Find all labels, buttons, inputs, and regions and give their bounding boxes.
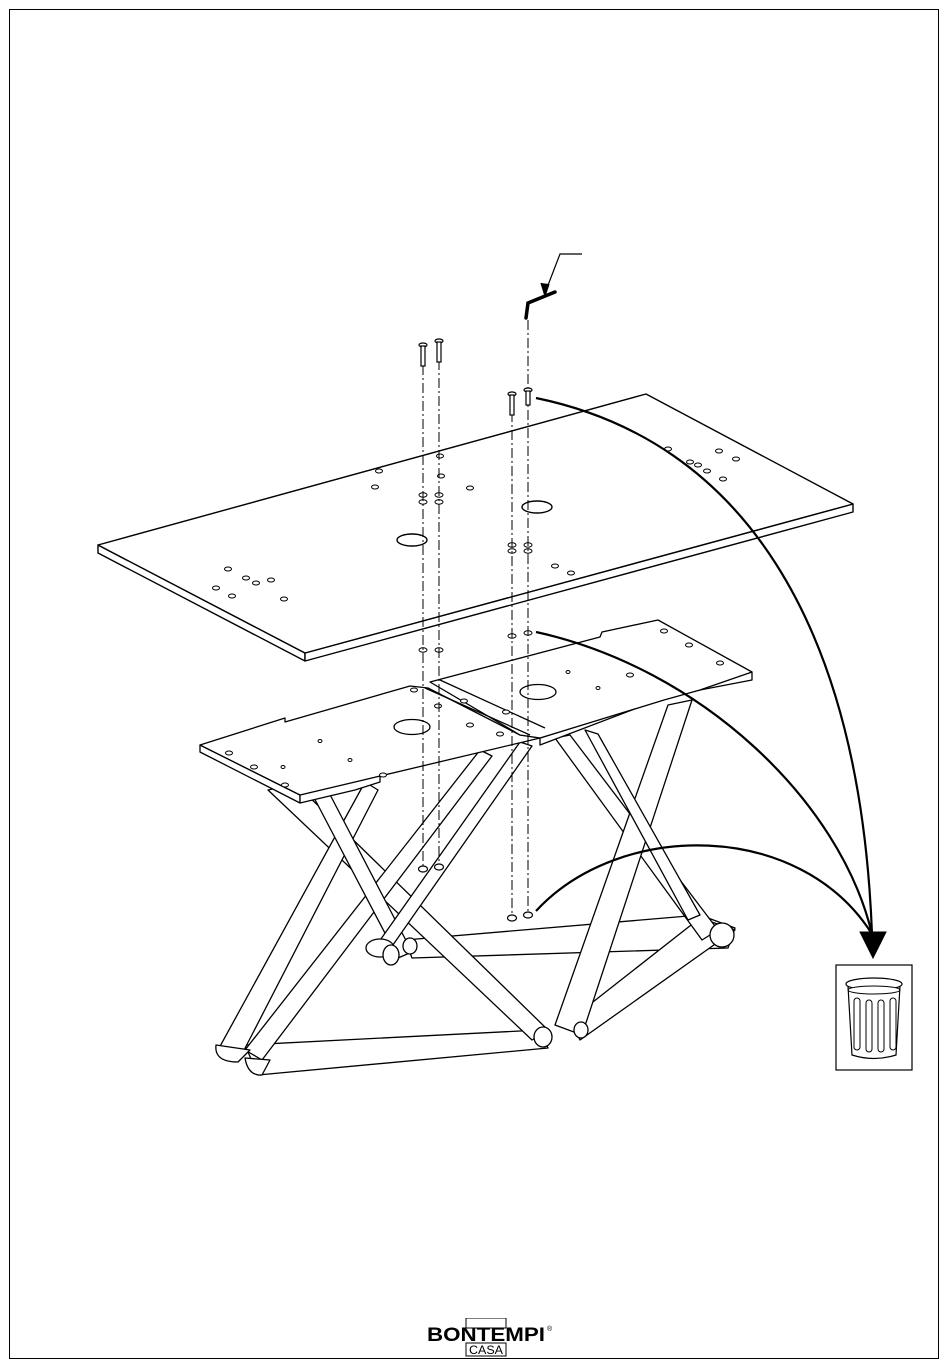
brand-sub: CASA bbox=[469, 1343, 503, 1357]
screw bbox=[419, 343, 427, 366]
table-top bbox=[98, 394, 853, 661]
registered-mark: ® bbox=[547, 1325, 553, 1333]
trash-bin-icon bbox=[836, 965, 912, 1070]
arrow-head bbox=[860, 932, 886, 958]
screws bbox=[419, 339, 532, 415]
screw bbox=[435, 339, 443, 362]
allen-key-leader bbox=[541, 254, 582, 296]
nut bbox=[524, 912, 533, 918]
nut bbox=[435, 864, 444, 870]
brand-logo: BONTEMPI ® CASA bbox=[427, 1318, 557, 1358]
screw bbox=[524, 388, 532, 405]
nut bbox=[508, 915, 517, 921]
nut bbox=[419, 866, 428, 872]
allen-key-icon bbox=[526, 292, 555, 318]
screw bbox=[508, 392, 516, 415]
